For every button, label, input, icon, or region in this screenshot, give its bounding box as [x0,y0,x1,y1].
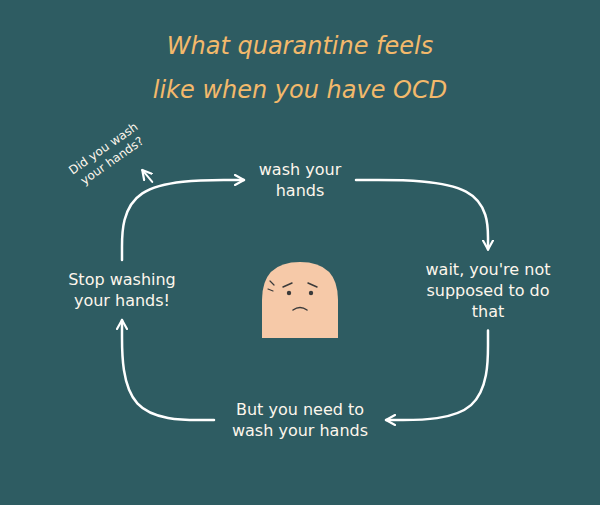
step-text: wash your hands [254,159,346,201]
step-text: But you need to wash your hands [224,399,376,441]
cycle-arrow [122,320,214,420]
step-text: Stop washing your hands! [64,269,181,311]
figure-eye [287,291,291,295]
cycle-arrow [356,180,488,250]
figure-body [262,262,338,338]
figure-eye [309,291,313,295]
cycle-arrow [122,180,244,260]
cycle-step: But you need to wash your hands [220,396,380,444]
step-text: wait, you're not supposed to do that [422,259,554,322]
cycle-step: Stop washing your hands! [60,266,185,314]
figure-mouth [293,308,307,311]
side-note: Did you wash your hands? [64,117,153,192]
cycle-step: wait, you're not supposed to do that [418,256,558,325]
figure-brow [308,283,317,287]
cycle-step: wash your hands [250,156,350,204]
diagram-title: What quarantine feels like when you have… [147,24,453,112]
sweat-marks [268,281,274,291]
branch-arrow [142,170,152,182]
figure-brow [283,283,292,287]
cycle-arrow [386,331,488,421]
